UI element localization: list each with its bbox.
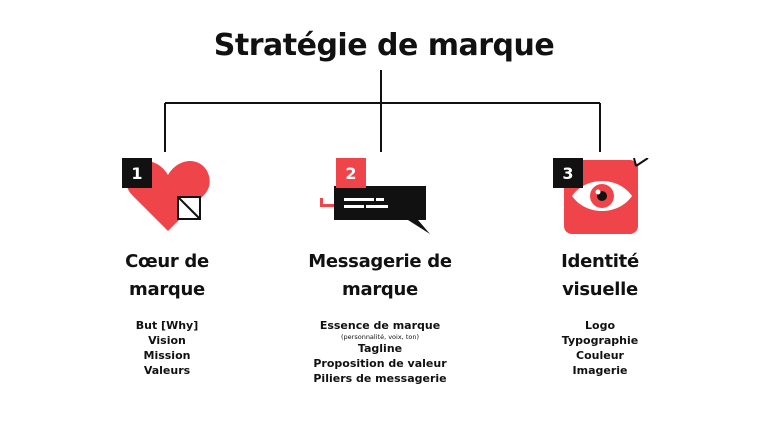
pillar-items: Essence de marque (personnalité, voix, t… — [280, 318, 480, 386]
list-item: Vision — [148, 334, 186, 347]
pillar-heading: Messagerie de marque — [280, 248, 480, 304]
pillar-heading-line1: Identité — [561, 251, 639, 272]
chat-bubble-icon — [318, 158, 436, 238]
pillar-items: But [Why] Vision Mission Valeurs — [67, 318, 267, 378]
pillar-heading-line2: visuelle — [562, 279, 638, 300]
list-item-note: (personnalité, voix, ton) — [341, 333, 419, 341]
list-item: Essence de marque — [319, 319, 441, 332]
pillar-heading: Cœur de marque — [67, 248, 267, 304]
step-badge-1: 1 — [122, 158, 152, 188]
list-item: Couleur — [576, 349, 624, 362]
step-badge-2: 2 — [336, 158, 366, 188]
pillar-items: Logo Typographie Couleur Imagerie — [500, 318, 700, 378]
pillar-visual-identity: Identité visuelle Logo Typographie Coule… — [500, 248, 700, 378]
pillar-heading-line2: marque — [129, 279, 205, 300]
list-item: Proposition de valeur — [313, 357, 447, 370]
pillar-brand-core: Cœur de marque But [Why] Vision Mission … — [67, 248, 267, 378]
list-item: Piliers de messagerie — [313, 372, 447, 385]
pillar-heading: Identité visuelle — [500, 248, 700, 304]
pillar-brand-messaging: Messagerie de marque Essence de marque (… — [280, 248, 480, 386]
list-item: Typographie — [561, 334, 639, 347]
diagram-title: Stratégie de marque — [213, 28, 555, 63]
list-item: But [Why] — [135, 319, 199, 332]
pillar-heading-line1: Cœur de — [125, 251, 209, 272]
pillar-heading-line2: marque — [342, 279, 418, 300]
list-item: Tagline — [357, 342, 403, 355]
list-item: Imagerie — [572, 364, 628, 377]
step-badge-3: 3 — [553, 158, 583, 188]
list-item: Logo — [585, 319, 615, 332]
list-item: Mission — [143, 349, 191, 362]
pillar-heading-line1: Messagerie de — [308, 251, 452, 272]
list-item: Valeurs — [143, 364, 191, 377]
